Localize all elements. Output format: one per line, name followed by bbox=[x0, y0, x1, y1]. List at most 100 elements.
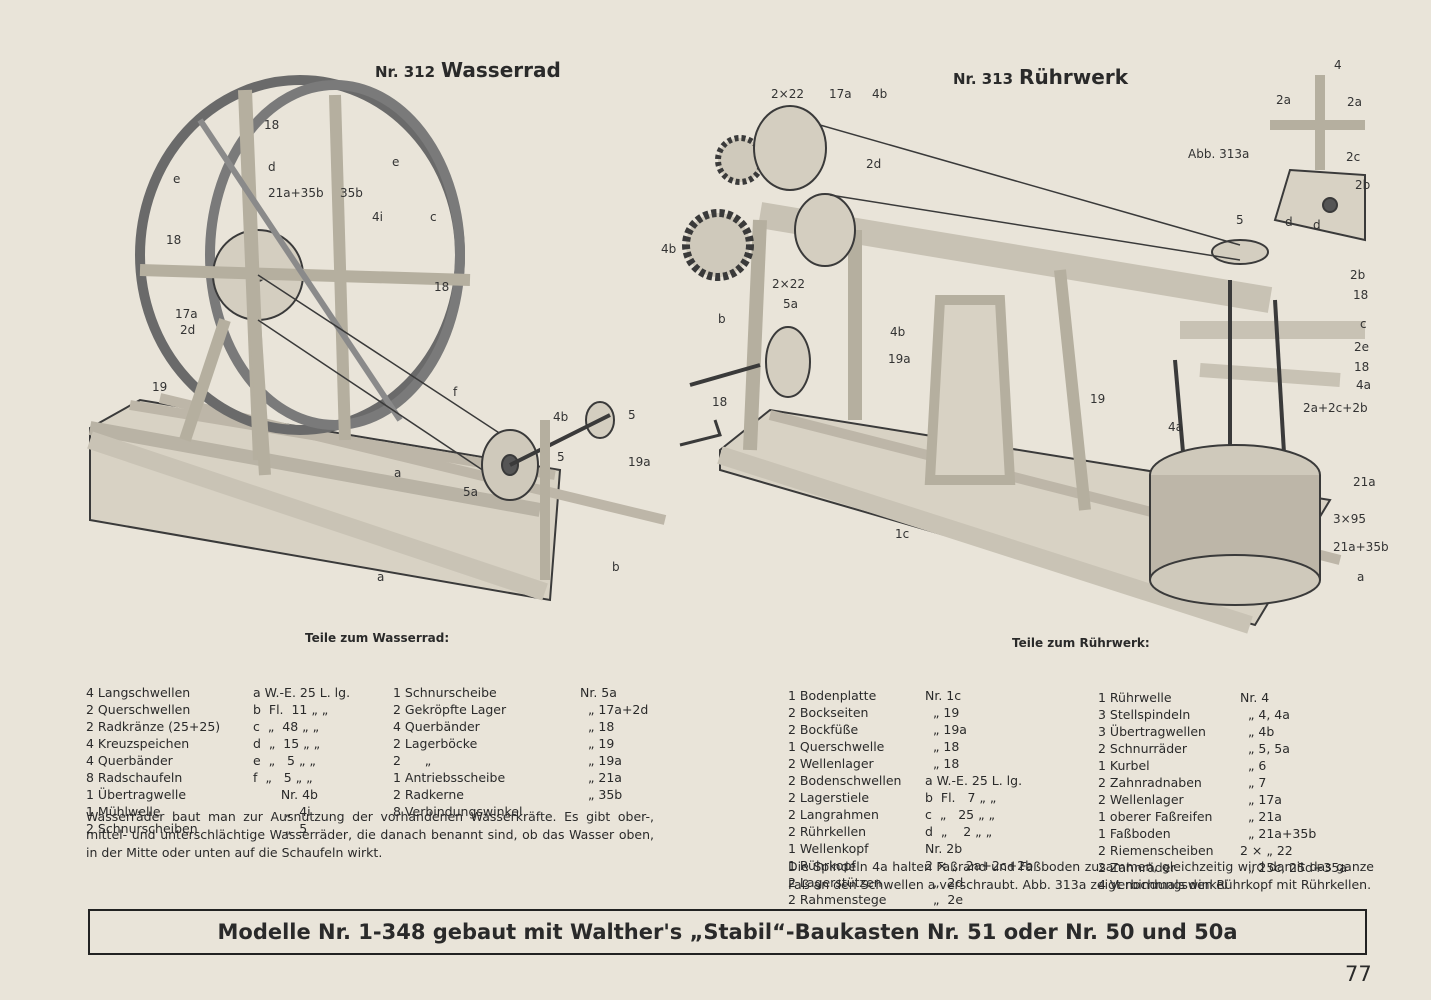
part-callout-label: 2b bbox=[1350, 268, 1366, 282]
parts-list-entry: 1 Kurbel bbox=[1098, 758, 1150, 773]
parts-list-entry: Nr. 4b bbox=[253, 787, 318, 802]
parts-list-entry: 1 Übertragwelle bbox=[86, 787, 187, 802]
part-callout-label: b bbox=[612, 560, 620, 574]
parts-list-entry: „ 17a bbox=[1240, 792, 1282, 807]
parts-list-entry: „ 21a+35b bbox=[1240, 826, 1317, 841]
parts-list-entry: 4 Kreuzspeichen bbox=[86, 736, 190, 751]
parts-list-entry: 3 Stellspindeln bbox=[1098, 707, 1191, 722]
left-description: Wasserräder baut man zur Ausnutzung der … bbox=[86, 809, 654, 860]
parts-list-entry: „ 21a bbox=[1240, 809, 1282, 824]
part-callout-label: f bbox=[453, 385, 458, 399]
left-parts-col2: a W.-E. 25 L. lg.b Fl. 11 „ „c „ 48 „ „d… bbox=[253, 650, 350, 854]
part-callout-label: 2c bbox=[1346, 150, 1361, 164]
parts-list-entry: 2 Zahnräder bbox=[1098, 860, 1176, 875]
parts-list-entry: f „ 5 „ „ bbox=[253, 770, 313, 785]
parts-list-entry: 2 Wellenlager bbox=[788, 756, 874, 771]
part-callout-label: 2a bbox=[1347, 95, 1362, 109]
parts-list-entry: 1 Schnurscheibe bbox=[393, 685, 497, 700]
parts-list-entry: „ 25c, 25d+35a bbox=[1240, 860, 1348, 875]
parts-list-entry: 8 Radschaufeln bbox=[86, 770, 183, 785]
part-callout-label: 18 bbox=[434, 280, 450, 294]
parts-list-entry: Nr. 5a bbox=[580, 685, 617, 700]
parts-list-entry: 2 Lagerböcke bbox=[393, 736, 478, 751]
part-callout-label: 19a bbox=[628, 455, 651, 469]
parts-list-entry: 2 Rahmenstege bbox=[788, 892, 887, 907]
parts-list-entry: 2 Lagerstiele bbox=[788, 790, 870, 805]
parts-list-entry: 1 Mühlwelle bbox=[86, 804, 161, 819]
parts-list-entry: „ 4, 4a bbox=[1240, 707, 1290, 722]
part-callout-label: 5a bbox=[783, 297, 798, 311]
right-parts-col1: 1 Bodenplatte 2 Bockseiten 2 Bockfüße 1 Que… bbox=[788, 653, 901, 925]
parts-list-entry: 1 Wellenkopf bbox=[788, 841, 869, 856]
part-callout-label: 5 bbox=[1236, 213, 1244, 227]
part-callout-label: d bbox=[1285, 215, 1293, 229]
parts-list-entry: „ 4i bbox=[253, 804, 311, 819]
right-parts-heading: Teile zum Rührwerk: bbox=[1012, 636, 1150, 650]
part-callout-label: 4b bbox=[890, 325, 906, 339]
parts-list-entry: 2 „ bbox=[393, 753, 432, 768]
parts-list-entry: „ 7 bbox=[1240, 775, 1267, 790]
part-callout-label: 21a+35b bbox=[268, 186, 324, 200]
parts-list-entry: 2 × „ 2a+2c+2b bbox=[925, 858, 1034, 873]
parts-list-entry: 3 Übertragwellen bbox=[1098, 724, 1206, 739]
parts-list-entry: „ 4b bbox=[1240, 724, 1275, 739]
parts-list-entry: „ 21a bbox=[580, 770, 622, 785]
part-callout-label: 4b bbox=[553, 410, 569, 424]
parts-list-entry: e „ 5 „ „ bbox=[253, 753, 316, 768]
left-parts-col4: Nr. 5a „ 17a+2d „ 18 „ 19 „ 19a „ 21a „ … bbox=[580, 650, 648, 820]
part-callout-label: 2×22 bbox=[771, 87, 804, 101]
part-callout-label: 18 bbox=[166, 233, 182, 247]
parts-list-entry: 2 Rührkellen bbox=[788, 824, 867, 839]
parts-list-entry: 2 Bockfüße bbox=[788, 722, 859, 737]
parts-list-entry: 2 Radkränze (25+25) bbox=[86, 719, 221, 734]
part-callout-label: d bbox=[1313, 218, 1321, 232]
parts-list-entry: 1 Querschwelle bbox=[788, 739, 885, 754]
part-callout-label: 17a bbox=[829, 87, 852, 101]
parts-list-entry: 4 Langschwellen bbox=[86, 685, 191, 700]
parts-list-entry: 4 Querbänder bbox=[86, 753, 173, 768]
part-callout-label: 4i bbox=[372, 210, 383, 224]
part-callout-label: 21a bbox=[1353, 475, 1376, 489]
parts-list-entry: a W.-E. 25 L. lg. bbox=[253, 685, 351, 700]
part-callout-label: 17a bbox=[175, 307, 198, 321]
part-callout-label: 19 bbox=[1090, 392, 1106, 406]
parts-list-entry: 2 Lagerstützen bbox=[788, 875, 882, 890]
parts-list-entry: 2 Bockseiten bbox=[788, 705, 869, 720]
part-callout-label: 2e bbox=[1354, 340, 1370, 354]
parts-list-entry: c „ 48 „ „ bbox=[253, 719, 320, 734]
parts-list-entry: 1 oberer Faßreifen bbox=[1098, 809, 1213, 824]
part-callout-label: 5a bbox=[463, 485, 478, 499]
parts-list-entry: 2 Wellenlager bbox=[1098, 792, 1184, 807]
part-callout-label: 18 bbox=[264, 118, 280, 132]
parts-list-entry: 1 Antriebsscheibe bbox=[393, 770, 506, 785]
part-callout-label: e bbox=[173, 172, 181, 186]
parts-list-entry: „ 19a bbox=[925, 722, 967, 737]
parts-list-entry: d „ 2 „ „ bbox=[925, 824, 993, 839]
part-callout-label: 4a bbox=[1356, 378, 1371, 392]
parts-list-entry: b Fl. 7 „ „ bbox=[925, 790, 997, 805]
part-callout-label: 4 bbox=[1334, 58, 1342, 72]
parts-list-entry: „ 18 bbox=[925, 739, 960, 754]
parts-list-entry: 2 Schnurscheiben bbox=[86, 821, 198, 836]
parts-list-entry: „ 2d bbox=[925, 875, 964, 890]
parts-list-entry: 1 Rührkopf bbox=[788, 858, 856, 873]
parts-list-entry: 2 Schnurräder bbox=[1098, 741, 1187, 756]
part-callout-label: 4b bbox=[872, 87, 888, 101]
parts-list-entry: 1 Bodenplatte bbox=[788, 688, 877, 703]
part-callout-label: 35b bbox=[340, 186, 363, 200]
parts-list-entry: „ 2e bbox=[925, 892, 964, 907]
part-callout-label: a bbox=[377, 570, 385, 584]
part-callout-label: e bbox=[392, 155, 400, 169]
parts-list-entry: „ 35b bbox=[580, 787, 623, 802]
parts-list-entry: 2 Zahnradnaben bbox=[1098, 775, 1202, 790]
parts-list-entry: Nr. 1c bbox=[925, 688, 962, 703]
parts-list-entry: „ 19 bbox=[925, 705, 960, 720]
part-callout-label: a bbox=[394, 466, 402, 480]
parts-list-entry: 2 Querschwellen bbox=[86, 702, 191, 717]
parts-list-entry: 4 Querbänder bbox=[393, 719, 480, 734]
parts-list-entry: 2 Langrahmen bbox=[788, 807, 879, 822]
part-callout-label: 5 bbox=[557, 450, 565, 464]
parts-list-entry: c „ 25 „ „ bbox=[925, 807, 996, 822]
